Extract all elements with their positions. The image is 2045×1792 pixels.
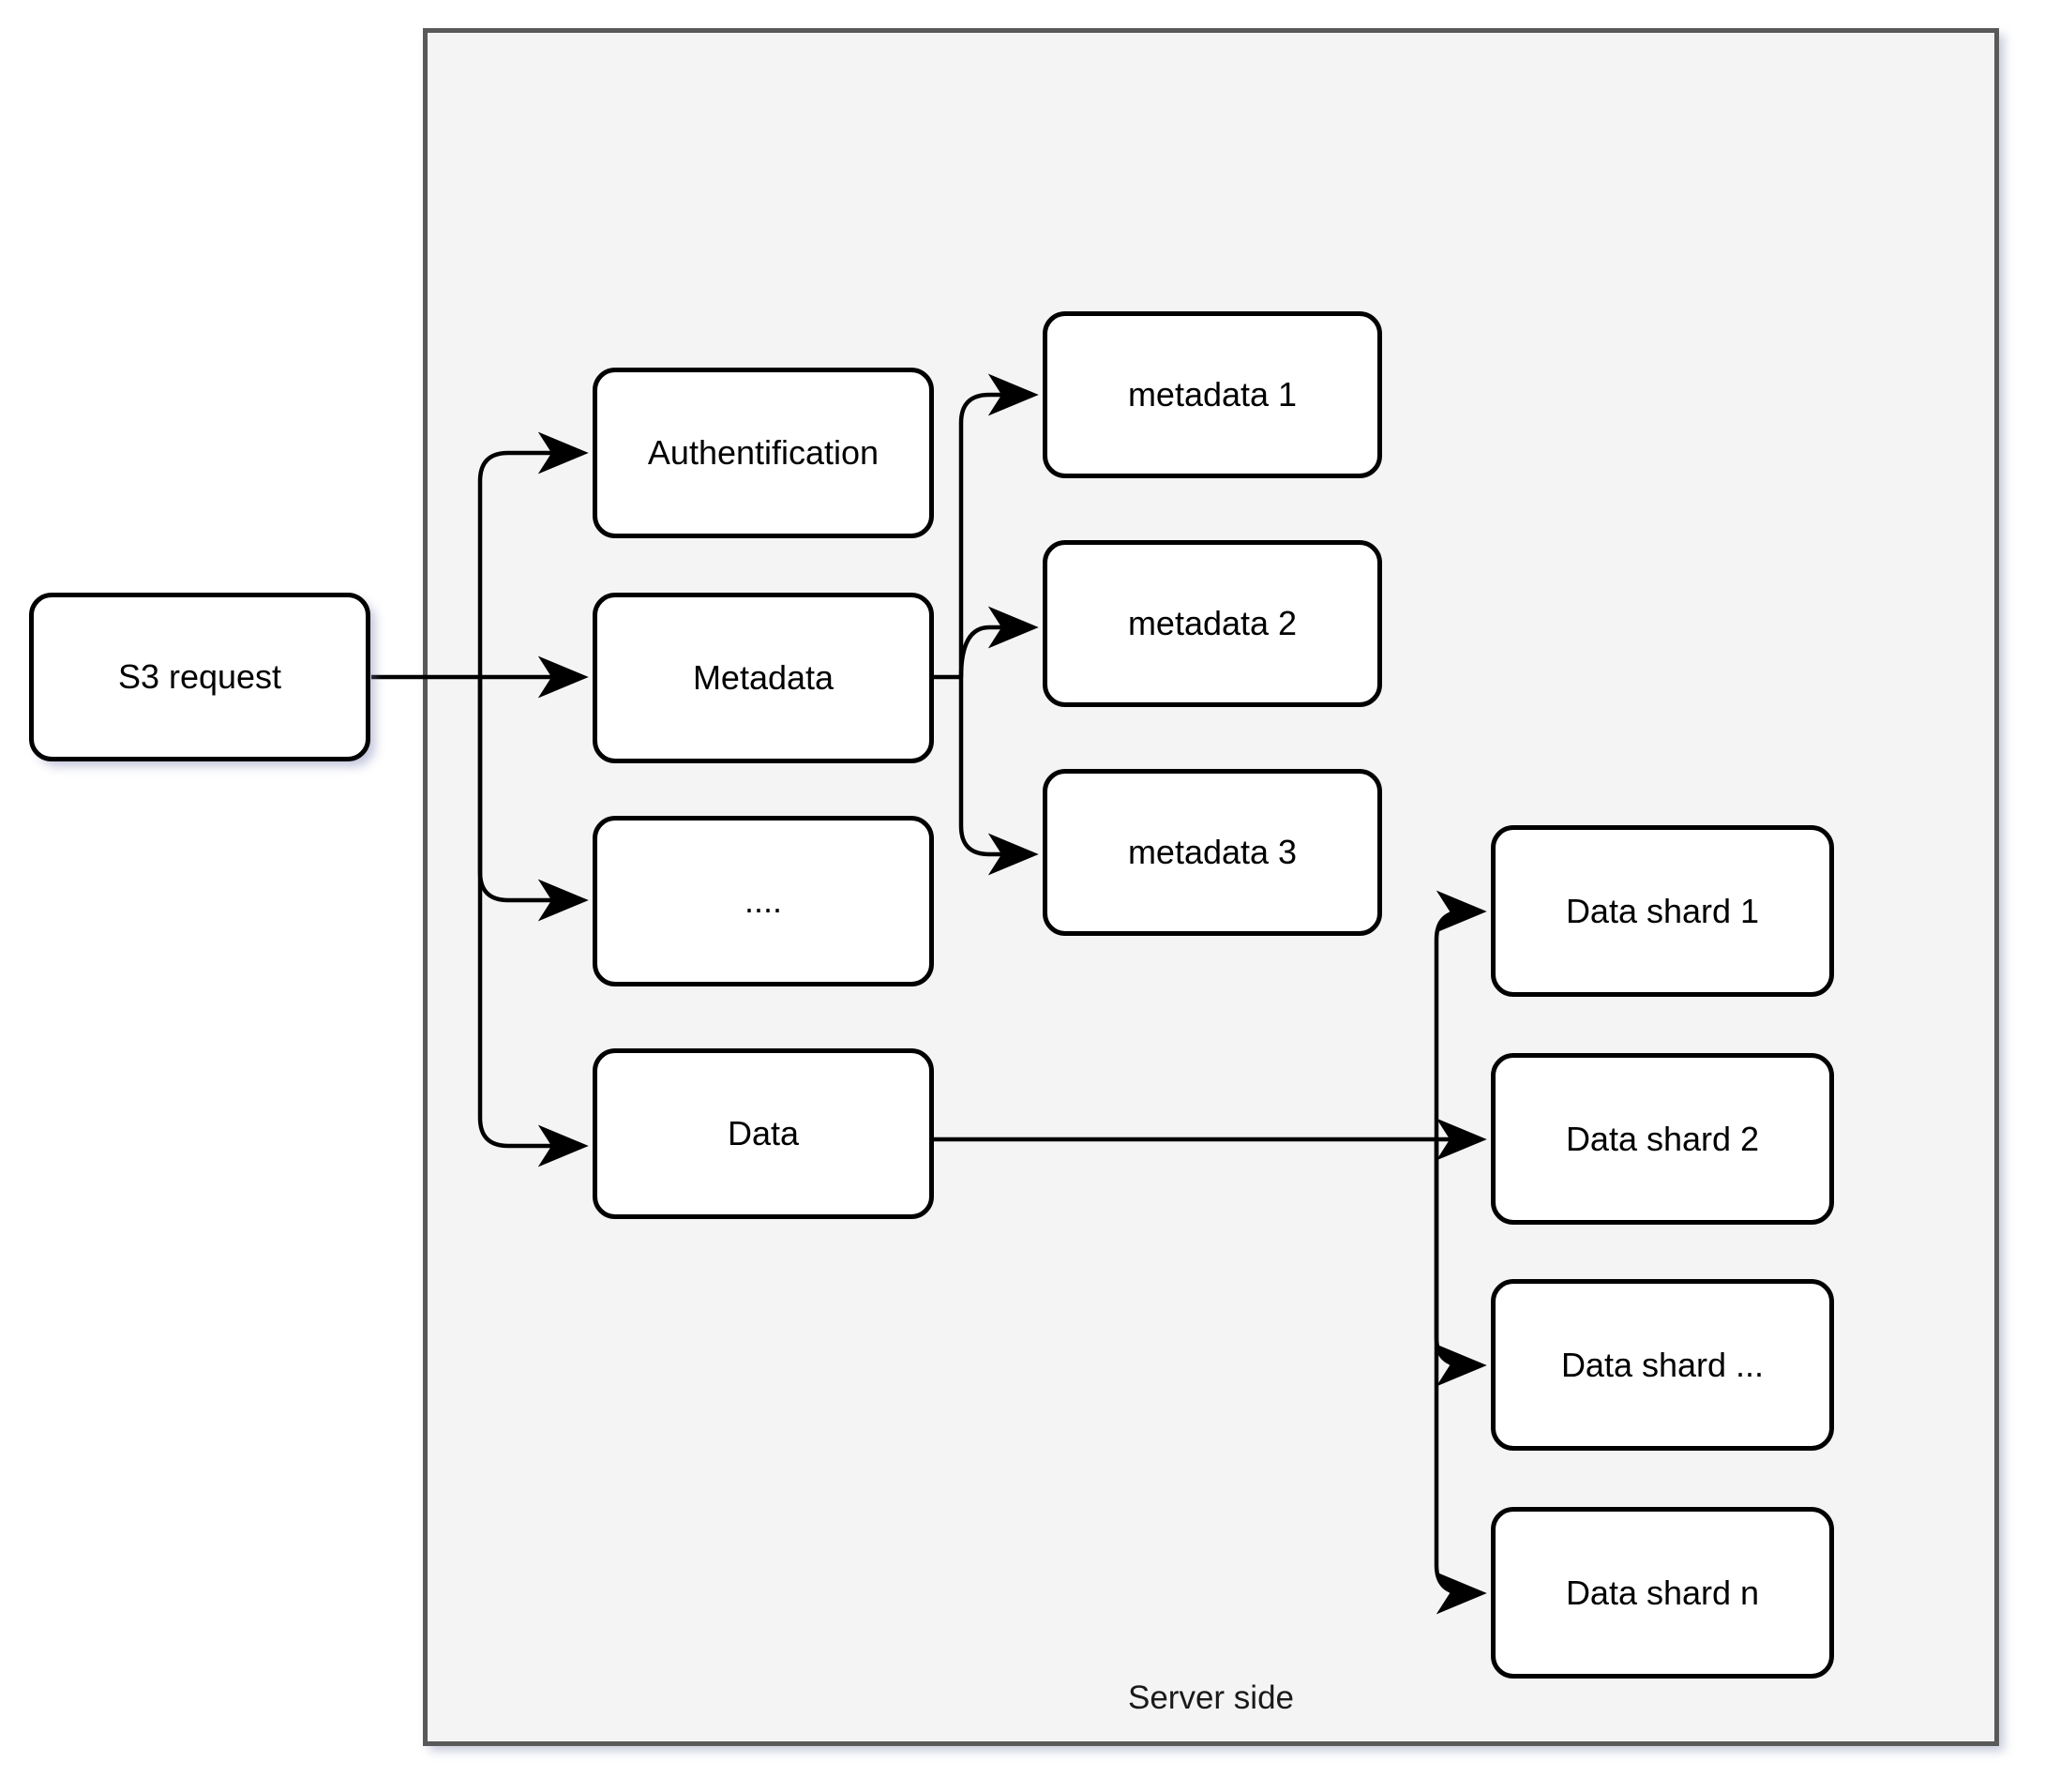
node-data-shard-ellipsis[interactable]: Data shard ...: [1491, 1279, 1834, 1451]
node-data-shard-2[interactable]: Data shard 2: [1491, 1053, 1834, 1225]
node-metadata-1-label: metadata 1: [1127, 375, 1298, 414]
node-metadata-1[interactable]: metadata 1: [1043, 311, 1382, 478]
node-metadata-3[interactable]: metadata 3: [1043, 769, 1382, 936]
node-metadata-label: Metadata: [692, 658, 835, 698]
server-side-label: Server side: [1127, 1679, 1295, 1716]
node-data-shard-n[interactable]: Data shard n: [1491, 1507, 1834, 1679]
node-data-label: Data: [727, 1114, 800, 1153]
node-data-shard-ellipsis-label: Data shard ...: [1560, 1345, 1765, 1384]
node-authentification[interactable]: Authentification: [593, 368, 934, 538]
node-metadata[interactable]: Metadata: [593, 593, 934, 763]
node-data-shard-2-label: Data shard 2: [1565, 1119, 1760, 1158]
node-ellipsis-label: ....: [744, 881, 782, 921]
node-authentification-label: Authentification: [647, 433, 880, 473]
node-s3-request-label: S3 request: [117, 657, 282, 697]
node-metadata-2[interactable]: metadata 2: [1043, 540, 1382, 707]
node-data[interactable]: Data: [593, 1048, 934, 1219]
node-metadata-3-label: metadata 3: [1127, 833, 1298, 872]
node-data-shard-n-label: Data shard n: [1565, 1573, 1760, 1612]
node-metadata-2-label: metadata 2: [1127, 604, 1298, 643]
node-data-shard-1[interactable]: Data shard 1: [1491, 825, 1834, 997]
node-ellipsis[interactable]: ....: [593, 816, 934, 986]
node-s3-request[interactable]: S3 request: [29, 593, 370, 761]
node-data-shard-1-label: Data shard 1: [1565, 891, 1760, 930]
